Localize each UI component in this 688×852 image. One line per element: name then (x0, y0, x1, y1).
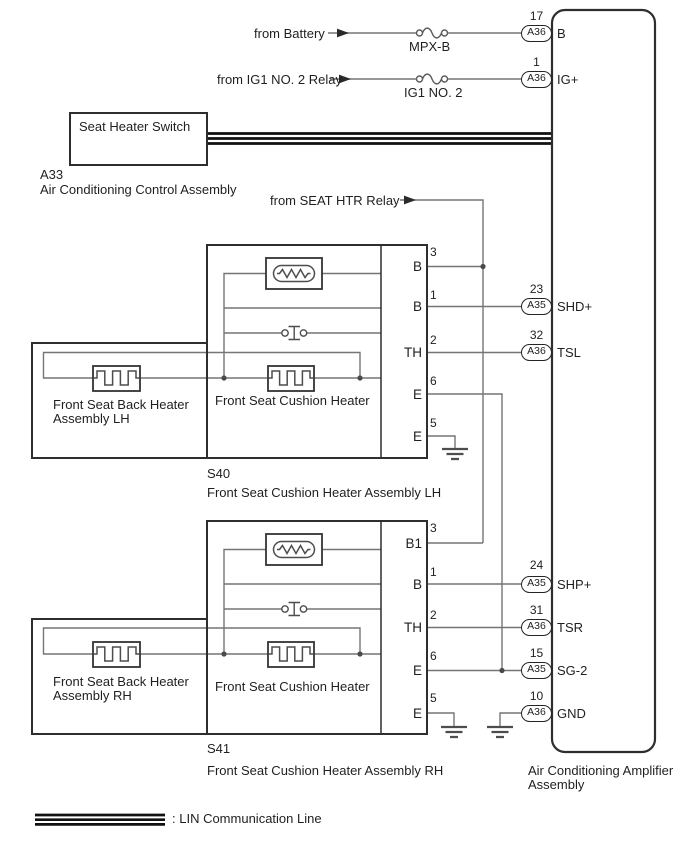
s41-pin-number: 1 (430, 565, 437, 579)
s40-terminal: B (412, 299, 422, 314)
amplifier-box (550, 8, 657, 754)
wires (42, 32, 521, 727)
s41-name: Front Seat Cushion Heater Assembly RH (207, 763, 444, 778)
amp-terminal-name: TSR (557, 620, 583, 635)
connector-pill: A35 (521, 298, 552, 315)
amp-pin-number: 15 (529, 645, 544, 660)
cushion-heater-lh-label: Front Seat Cushion Heater (215, 393, 370, 408)
lin-line (207, 132, 553, 145)
amp-terminal-name: SHD+ (557, 299, 593, 314)
back-heater-lh-box (31, 342, 208, 459)
s40-code: S40 (207, 466, 231, 481)
amplifier-name: Air Conditioning Amplifier (528, 763, 674, 778)
s40-terminal: E (412, 428, 422, 444)
amp-pin-number: 1 (533, 55, 540, 69)
s40-pin-number: 1 (430, 288, 437, 302)
amp-terminal-name: B (557, 25, 566, 41)
amp-pin-number: 23 (529, 282, 544, 296)
s41-pin-number: 5 (430, 691, 437, 705)
back-heater-lh-label: Front Seat Back Heater (53, 397, 189, 412)
seat-heater-switch-box (69, 112, 208, 166)
connector-pill: A36 (521, 704, 552, 722)
s41-terminal: E (412, 705, 422, 721)
s40-pin-number: 5 (430, 416, 437, 430)
s40-terminal: E (412, 386, 422, 402)
s41-terminal: E (412, 663, 422, 678)
cushion-heater-rh-label: Front Seat Cushion Heater (215, 679, 370, 694)
connector-pill: A35 (521, 662, 552, 679)
back-heater-rh-box (31, 618, 208, 735)
s41-pin-number: 6 (430, 649, 437, 663)
junction-dot (221, 263, 505, 674)
s41-terminal: B (412, 576, 422, 592)
amp-terminal-name: TSL (557, 345, 581, 360)
flow-arrow-icon (337, 28, 416, 205)
amp-pin-number: 32 (529, 328, 544, 342)
connector-pill: A35 (521, 575, 552, 593)
connector-pill: A36 (521, 70, 552, 88)
seat-heater-switch-label: Seat Heater Switch (79, 119, 191, 134)
s41-code: S41 (207, 741, 231, 756)
from-seathtr-relay-label: from SEAT HTR Relay (270, 193, 400, 208)
amp-pin-number: 10 (529, 689, 544, 703)
amp-pin-number: 31 (529, 603, 544, 617)
thermostat-switch-icon (281, 325, 308, 617)
fuse-icon (415, 27, 449, 85)
s40-terminal: B (412, 259, 422, 274)
from-battery-label: from Battery (254, 26, 325, 41)
component-boxes (31, 8, 657, 754)
control-assembly-code: A33 (40, 167, 64, 182)
control-assembly-name: Air Conditioning Control Assembly (40, 182, 237, 197)
connector-pill: A36 (521, 24, 552, 42)
lin-legend-icon (35, 813, 165, 826)
ground-icon (441, 447, 513, 739)
amplifier-name2: Assembly (528, 777, 585, 792)
amp-terminal-name: SG-2 (557, 663, 588, 678)
back-heater-lh-label2: Assembly LH (53, 411, 130, 426)
s40-pin-number: 3 (430, 245, 437, 259)
back-heater-rh-label2: Assembly RH (53, 688, 132, 703)
fuse-label-ig1: IG1 NO. 2 (404, 85, 463, 100)
s40-name: Front Seat Cushion Heater Assembly LH (207, 485, 442, 500)
back-heater-rh-label: Front Seat Back Heater (53, 674, 189, 689)
s41-pin-number: 3 (430, 521, 437, 535)
s41-terminal: B1 (405, 535, 422, 551)
amp-terminal-name: SHP+ (557, 576, 592, 592)
lin-legend-label: : LIN Communication Line (172, 811, 322, 826)
amp-pin-number: 17 (529, 9, 544, 23)
amp-terminal-name: GND (557, 705, 586, 721)
heater-element-icon (265, 257, 323, 566)
heater-mat-icon (92, 365, 315, 668)
s41-terminal: TH (404, 620, 422, 635)
from-ig1-relay-label: from IG1 NO. 2 Relay (217, 72, 342, 87)
connector-pill: A36 (521, 344, 552, 361)
s40-pin-number: 6 (430, 374, 437, 388)
s41-pin-number: 2 (430, 608, 437, 622)
s40-pin-number: 2 (430, 333, 437, 347)
amp-terminal-name: IG+ (557, 71, 579, 87)
fuse-label-mpxb: MPX-B (409, 39, 451, 54)
amp-pin-number: 24 (529, 558, 544, 572)
connector-pill: A36 (521, 619, 552, 636)
s40-terminal: TH (404, 345, 422, 360)
